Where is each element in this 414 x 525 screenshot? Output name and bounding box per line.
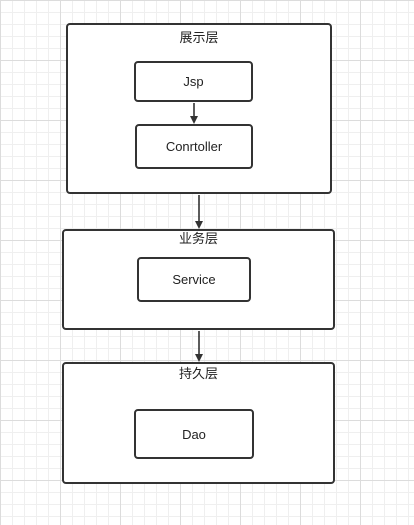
node-controller[interactable]: Conrtoller: [135, 124, 253, 169]
node-service[interactable]: Service: [137, 257, 251, 302]
layer-presentation-title: 展示层: [179, 31, 219, 46]
layer-business-title: 业务层: [178, 232, 218, 247]
layer-persistence-title: 持久层: [178, 367, 218, 382]
node-dao[interactable]: Dao: [134, 409, 254, 459]
node-jsp[interactable]: Jsp: [134, 61, 253, 102]
